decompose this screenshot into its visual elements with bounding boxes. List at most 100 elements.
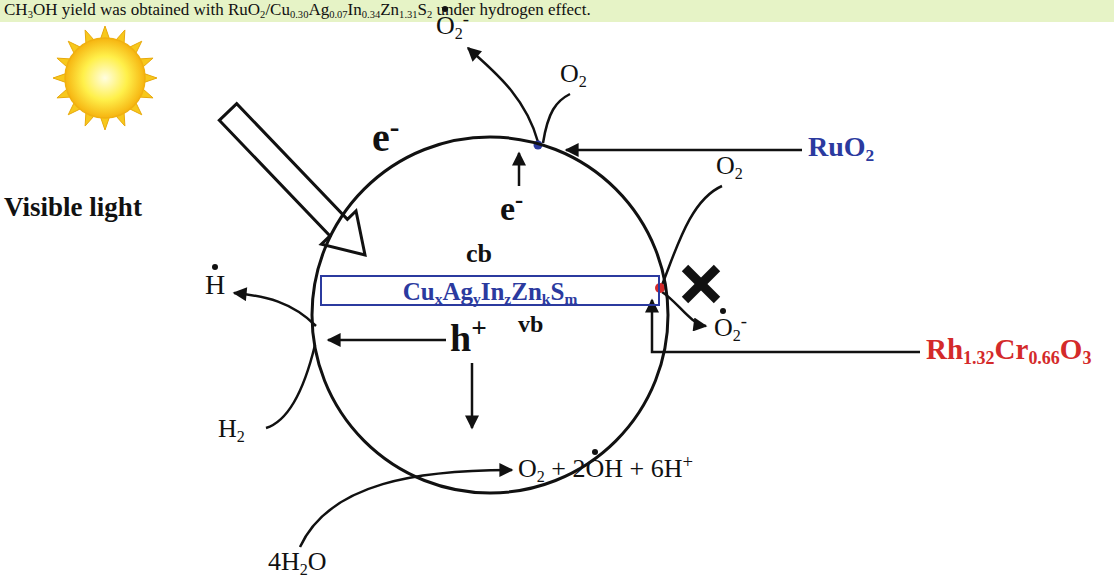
species-label: O2 bbox=[716, 151, 743, 180]
glyph bbox=[623, 454, 630, 483]
glyph: h bbox=[118, 192, 133, 222]
electron-symbol: e- bbox=[500, 190, 523, 227]
cross-mark bbox=[685, 268, 717, 300]
text-holder: 4H2O bbox=[268, 548, 327, 577]
band-label: cb bbox=[466, 239, 492, 268]
text-holder: e- bbox=[372, 116, 399, 160]
text-holder: vb bbox=[518, 311, 543, 337]
glyph: u bbox=[828, 131, 844, 162]
glyph: b bbox=[530, 311, 543, 337]
glyph: 3 bbox=[370, 9, 375, 20]
circle-outline bbox=[310, 135, 670, 495]
glyph: . bbox=[972, 348, 977, 368]
glyph: 3 bbox=[407, 9, 412, 20]
glyph: H bbox=[45, 0, 57, 19]
text-holder: e- bbox=[500, 190, 523, 227]
glyph: 2 bbox=[260, 9, 265, 20]
glyph: t bbox=[148, 0, 153, 19]
glyph: h bbox=[480, 0, 489, 19]
glyph: H bbox=[281, 547, 300, 576]
glyph: - bbox=[390, 111, 400, 143]
glyph: y bbox=[488, 0, 497, 19]
glyph: 4 bbox=[268, 547, 281, 576]
glyph: n bbox=[165, 0, 174, 19]
glyph bbox=[57, 0, 61, 19]
glyph: . bbox=[404, 9, 407, 20]
glyph: t bbox=[582, 0, 587, 19]
glyph: A bbox=[308, 0, 320, 19]
text-holder: CuxAgyInzZnkSm bbox=[322, 278, 658, 306]
text-holder: CH3OH yield was obtained with RuO2/Cu0.3… bbox=[4, 1, 591, 20]
hydrogen-arrow bbox=[234, 293, 316, 326]
glyph: I bbox=[348, 0, 354, 19]
glyph: g bbox=[321, 0, 330, 19]
glyph: h bbox=[215, 0, 224, 19]
glyph: m bbox=[564, 290, 577, 307]
glyph: 3 bbox=[977, 348, 986, 368]
glyph: Z bbox=[380, 0, 390, 19]
glyph: C bbox=[4, 0, 15, 19]
glyph: 2 bbox=[237, 428, 245, 445]
glyph: 2 bbox=[735, 165, 743, 182]
h2-line bbox=[266, 345, 315, 428]
glyph: b bbox=[48, 192, 63, 222]
glyph: w bbox=[193, 0, 205, 19]
glyph: O bbox=[714, 313, 733, 342]
glyph: g bbox=[104, 192, 118, 222]
glyph: i bbox=[70, 0, 75, 19]
glyph: t bbox=[133, 192, 142, 222]
catalyst-band: CuxAgyInzZnkSm bbox=[320, 275, 660, 306]
band-label: vb bbox=[518, 311, 543, 337]
glyph: n bbox=[528, 278, 542, 305]
glyph: 1 bbox=[963, 348, 972, 368]
glyph: O bbox=[716, 151, 735, 180]
glyph: l bbox=[63, 192, 71, 222]
glyph: 2 bbox=[733, 327, 741, 344]
glyph: 6 bbox=[1042, 348, 1051, 368]
glyph: O bbox=[248, 0, 260, 19]
glyph: d bbox=[454, 0, 463, 19]
glyph bbox=[432, 0, 436, 19]
ruo2-pointer bbox=[566, 149, 802, 152]
glyph: + bbox=[630, 454, 645, 483]
species-label: H bbox=[205, 269, 225, 300]
glyph: 3 bbox=[28, 9, 33, 20]
glyph: A bbox=[442, 278, 460, 305]
glyph: u bbox=[239, 0, 248, 19]
glyph: 0 bbox=[337, 9, 342, 20]
glyph bbox=[644, 454, 651, 483]
glyph: C bbox=[995, 333, 1016, 365]
species-label: H2 bbox=[218, 414, 245, 443]
glyph: 0 bbox=[303, 9, 308, 20]
glyph bbox=[544, 0, 548, 19]
glyph bbox=[96, 0, 100, 19]
glyph: t bbox=[211, 0, 216, 19]
light-arrow bbox=[219, 104, 365, 255]
glyph: 2 bbox=[300, 561, 308, 578]
glyph: k bbox=[542, 290, 551, 307]
hole-arrow-left bbox=[328, 339, 446, 342]
glyph: . bbox=[367, 9, 370, 20]
particle-circle bbox=[312, 137, 668, 493]
glyph: 2 bbox=[986, 348, 995, 368]
electron-arrow bbox=[518, 153, 521, 186]
light-label: Visible light bbox=[4, 192, 142, 222]
hole-symbol: h+ bbox=[450, 317, 487, 359]
product-label: O2 + 2OH + 6H+ bbox=[518, 454, 693, 483]
glyph: e bbox=[528, 0, 536, 19]
glyph: o bbox=[131, 0, 140, 19]
electron-symbol: e- bbox=[372, 115, 399, 160]
glyph: 0 bbox=[290, 9, 295, 20]
glyph: r bbox=[470, 0, 476, 19]
glyph: 0 bbox=[1028, 348, 1037, 368]
glyph: g bbox=[519, 0, 528, 19]
hole-arrow-down bbox=[471, 363, 474, 428]
rhcr-site bbox=[655, 283, 665, 293]
glyph: 2 bbox=[866, 146, 875, 165]
glyph: o bbox=[511, 0, 520, 19]
cocatalyst-label: Rh1.32Cr0.66O3 bbox=[926, 333, 1091, 365]
glyph: H bbox=[604, 454, 623, 483]
glyph: i bbox=[41, 192, 49, 222]
reactant-label: 4H2O bbox=[268, 547, 327, 576]
glyph: 0 bbox=[362, 9, 367, 20]
